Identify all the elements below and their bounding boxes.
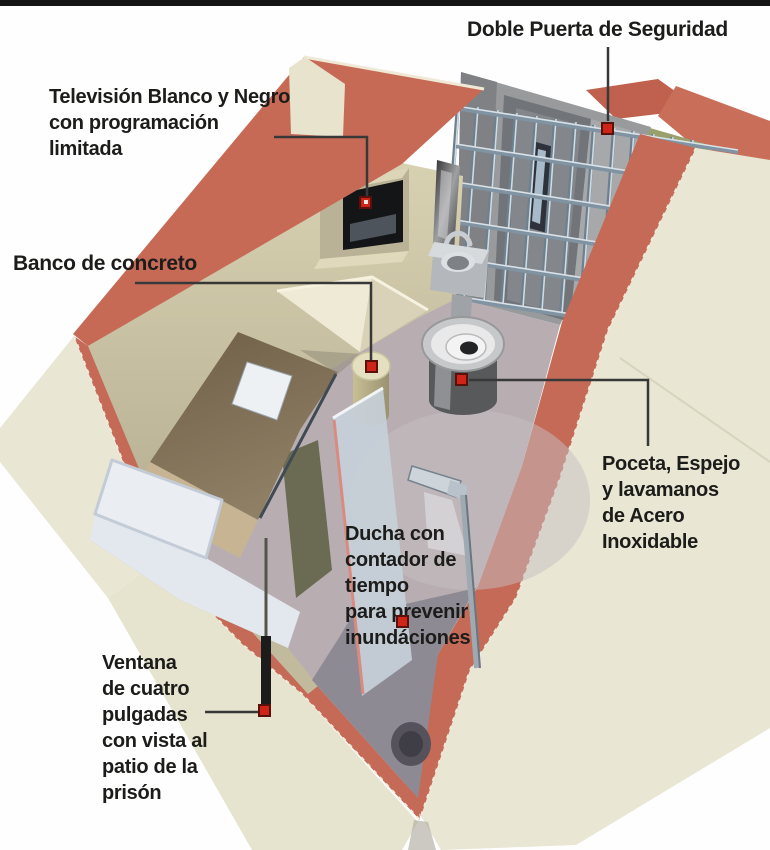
steel-mirror: [433, 160, 460, 250]
bed-mattress-front: [90, 514, 300, 648]
right-wall-exterior-face: [421, 148, 770, 850]
right-roof-large: [658, 86, 770, 162]
left-wall-top-edge-highlight: [303, 55, 485, 91]
tv-marker: [359, 196, 372, 209]
leader-tv: [274, 135, 369, 196]
paper-on-bed: [231, 361, 293, 421]
mirror-highlight: [438, 170, 452, 240]
desk-right-face: [360, 277, 428, 352]
label-concrete-bench: Banco de concreto: [13, 252, 197, 275]
left-wall-top-cut-edge: [73, 57, 484, 346]
bench-marker: [365, 360, 378, 373]
steel-toilet: [421, 316, 505, 415]
label-shower-timer: Ducha con contador de tiempo para preven…: [345, 523, 471, 649]
leader-toilet: [469, 378, 650, 446]
sink-bowl: [447, 256, 469, 270]
shower-floor: [312, 588, 476, 798]
desk-left-face: [277, 277, 372, 352]
shower-partition-top-edge: [332, 386, 384, 420]
bed-blanket-edge-piping: [258, 373, 338, 519]
leader-bench: [135, 281, 373, 360]
desk-shadow: [300, 350, 362, 374]
shower-water-spray: [424, 492, 468, 556]
door-marker: [601, 122, 614, 135]
bed: [90, 332, 338, 694]
label-tv: Televisión Blanco y Negro con programaci…: [49, 86, 291, 160]
shower-partition-pink-trim: [332, 419, 365, 695]
right-cut-edge-stitching: [420, 147, 697, 817]
leader-lines: [135, 47, 650, 714]
left-floor-cut-edge: [74, 336, 420, 820]
shower-drain-hole: [399, 731, 423, 757]
toilet-bowl-hole: [460, 341, 478, 355]
right-wall-crease: [619, 357, 770, 463]
shower-pole-edge: [465, 494, 481, 669]
security-bars-top-rail-extension: [609, 130, 739, 154]
label-double-security-door: Doble Puerta de Seguridad: [467, 18, 728, 41]
window-marker: [258, 704, 271, 717]
shower-glass-partition: [333, 388, 412, 696]
cutaway-bottom-shadow: [408, 820, 436, 850]
bed-pillow: [93, 458, 224, 560]
floor-highlight: [350, 410, 590, 590]
left-wall-outer-corner-face: [289, 57, 345, 137]
shower: [312, 386, 481, 798]
concrete-desk: [276, 275, 429, 374]
bed-platform-front-face: [90, 540, 318, 694]
door-window-glass: [532, 149, 546, 224]
top-border-bar: [0, 0, 770, 6]
tv-marker-dot: [364, 200, 368, 204]
bed-platform-end-face: [282, 440, 332, 598]
label-toilet-sink: Poceta, Espejo y lavamanos de Acero Inox…: [602, 453, 741, 553]
toilet-marker: [455, 373, 468, 386]
security-bars-top-rail-extension-highlight: [609, 129, 739, 151]
shower-pole: [460, 494, 480, 669]
label-window: Ventana de cuatro pulgadas con vista al …: [102, 652, 208, 804]
tv-niche-sill: [314, 251, 409, 269]
window-slit: [261, 636, 271, 708]
tv-screen-reflection: [350, 214, 396, 242]
desk-top-edge: [276, 275, 429, 312]
shower-marker: [396, 615, 409, 628]
shower-head: [447, 480, 468, 500]
steel-sink: [428, 230, 489, 338]
